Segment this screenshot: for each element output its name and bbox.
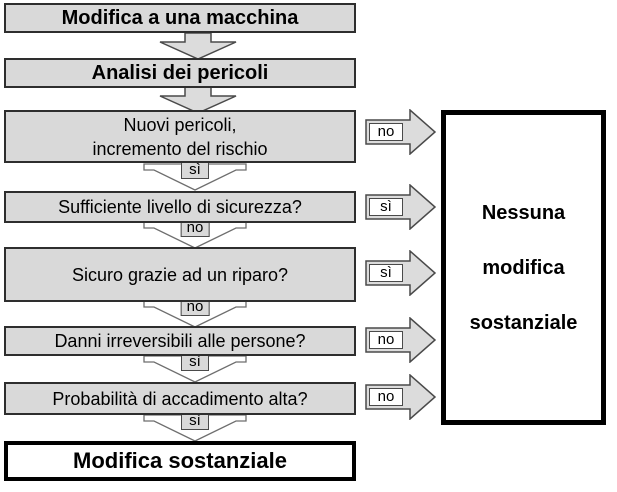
down-arrow-icon — [159, 32, 237, 60]
down-arrow-icon — [159, 86, 237, 114]
question-line: Nuovi pericoli, — [123, 114, 237, 135]
down-arrow-label: sì — [181, 162, 209, 179]
flow-box-start: Modifica a una macchina — [4, 3, 356, 33]
side-arrow-label: sì — [369, 198, 403, 216]
side-arrow-label: no — [369, 123, 403, 141]
down-arrow-label: sì — [181, 413, 209, 430]
side-arrow-icon: sì — [365, 184, 437, 230]
side-arrow-icon: no — [365, 317, 437, 363]
outcome-line: modifica — [482, 256, 565, 279]
question-box-irreversible-harm: Danni irreversibili alle persone? — [4, 326, 356, 356]
side-arrow-icon: sì — [365, 250, 437, 296]
down-arrow-icon: sì — [143, 413, 247, 442]
question-box-guard: Sicuro grazie ad un riparo? — [4, 247, 356, 302]
flow-box-substantial-modification-label: Modifica sostanziale — [73, 448, 287, 473]
flow-box-substantial-modification: Modifica sostanziale — [4, 441, 356, 481]
side-arrow-label: sì — [369, 264, 403, 282]
outcome-box-no-substantial-modification: Nessuna modifica sostanziale — [441, 110, 606, 425]
question-line: Sufficiente livello di sicurezza? — [58, 197, 302, 217]
outcome-line: Nessuna — [481, 201, 566, 224]
question-line: incremento del rischio — [92, 138, 268, 159]
question-line: Probabilità di accadimento alta? — [52, 388, 308, 409]
flow-box-analysis-label: Analisi dei pericoli — [91, 62, 269, 84]
side-arrow-icon: no — [365, 109, 437, 155]
question-line: Danni irreversibili alle persone? — [54, 331, 306, 351]
flow-box-analysis: Analisi dei pericoli — [4, 58, 356, 88]
down-arrow-icon: sì — [143, 162, 247, 191]
question-line: Sicuro grazie ad un riparo? — [71, 264, 289, 285]
question-box-new-hazards: Nuovi pericoli, incremento del rischio — [4, 110, 356, 163]
question-box-probability: Probabilità di accadimento alta? — [4, 382, 356, 415]
down-arrow-label: sì — [181, 354, 209, 371]
side-arrow-icon: no — [365, 374, 437, 420]
question-box-safety-level: Sufficiente livello di sicurezza? — [4, 191, 356, 223]
outcome-line: sostanziale — [469, 311, 578, 334]
flow-box-start-label: Modifica a una macchina — [61, 7, 299, 29]
down-arrow-label: no — [180, 220, 210, 237]
down-arrow-icon: no — [143, 220, 247, 249]
down-arrow-icon: sì — [143, 354, 247, 383]
side-arrow-label: no — [369, 331, 403, 349]
down-arrow-icon: no — [143, 299, 247, 328]
side-arrow-label: no — [369, 388, 403, 406]
